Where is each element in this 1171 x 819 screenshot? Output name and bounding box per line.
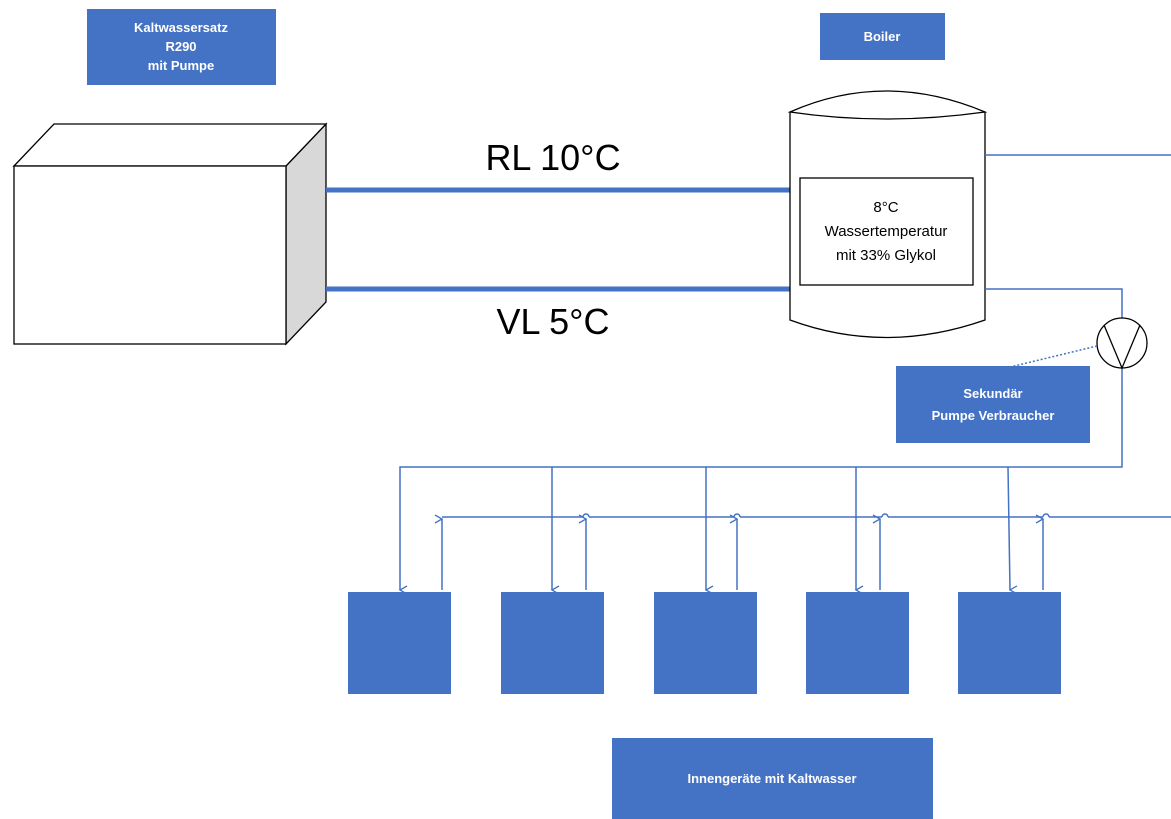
chiller-label-box: Kaltwassersatz R290 mit Pumpe: [87, 9, 276, 85]
tank-water-label: Wassertemperatur: [825, 223, 948, 240]
chiller-label-line-1: Kaltwassersatz: [134, 20, 228, 35]
tank-glycol-label: mit 33% Glykol: [836, 247, 936, 264]
chiller-label-line-2: R290: [165, 39, 196, 54]
indoor-unit-1: [348, 592, 451, 694]
chiller-label-line-3: mit Pumpe: [148, 58, 214, 73]
tank-temperature: 8°C: [873, 199, 898, 216]
chiller-unit: [12, 122, 328, 346]
pump-label-box: Sekundär Pumpe Verbraucher: [896, 366, 1090, 443]
boiler-label: Boiler: [864, 29, 901, 44]
indoor-units-label: Innengeräte mit Kaltwasser: [687, 771, 856, 786]
pump-symbol: [1096, 317, 1148, 370]
return-line-label: RL 10°C: [485, 137, 620, 178]
indoor-unit-4: [806, 592, 909, 694]
pump-callout-line: [1005, 345, 1098, 369]
indoor-unit-2: [501, 592, 604, 694]
return-risers: [434, 514, 1045, 590]
supply-drops: [550, 466, 1018, 595]
boiler-label-box: Boiler: [820, 13, 945, 60]
flow-line-label: VL 5°C: [496, 301, 609, 342]
pump-label-line-2: Pumpe Verbraucher: [932, 408, 1055, 423]
indoor-units: [348, 592, 1061, 694]
indoor-units-label-box: Innengeräte mit Kaltwasser: [612, 738, 933, 819]
supply-drop-5: [1007, 466, 1018, 595]
indoor-unit-3: [654, 592, 757, 694]
indoor-unit-5: [958, 592, 1061, 694]
secondary-pipes: [398, 154, 1171, 595]
pump-label-line-1: Sekundär: [963, 386, 1022, 401]
boiler-tank: [787, 90, 988, 339]
